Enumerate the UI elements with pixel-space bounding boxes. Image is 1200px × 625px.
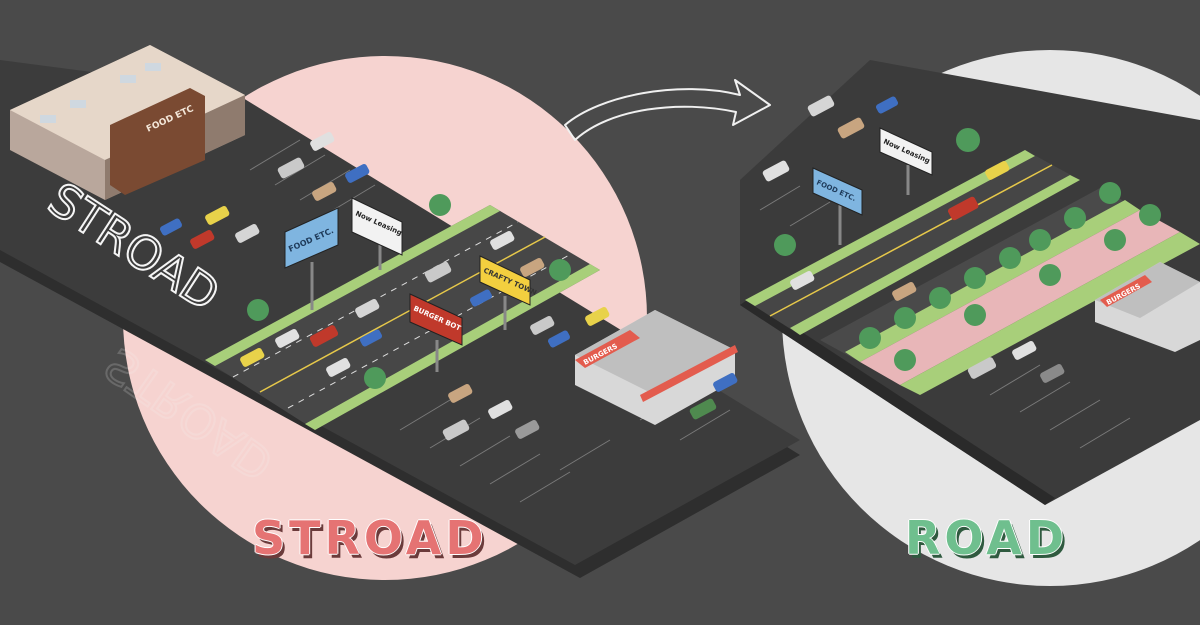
road-grass-bottom (900, 232, 1200, 395)
road-grass-mid (790, 175, 1080, 335)
road-label: ROAD (905, 511, 1069, 565)
road-bike-path (860, 210, 1180, 385)
stroad-cars (159, 132, 738, 441)
road-grass-top (745, 150, 1035, 306)
billboard-food-etc: FOOD ETC. (284, 207, 339, 310)
stroad-median-bottom (305, 264, 600, 430)
road-trees (774, 128, 1161, 371)
billboard-now-leasing: Now Leasing (351, 197, 403, 270)
road-scene: FOOD ETC. Now Leasing BURGERS (740, 60, 1200, 505)
road-cars (762, 95, 1065, 383)
road-roadway (745, 150, 1080, 335)
grocery-store-building: FOOD ETC (10, 45, 245, 200)
stroad-trees (247, 194, 571, 389)
arrow-icon (564, 79, 771, 141)
road-slab-edge (740, 298, 1055, 505)
parking-stripes (249, 139, 731, 503)
stroad-center-line (259, 236, 546, 393)
stroad-scene: FOOD ETC BURGERS FOOD ETC. Now Leasing B… (0, 45, 800, 578)
road-center-line (769, 164, 1053, 317)
stroad-median-top (205, 205, 500, 366)
road-parking-stripes (759, 185, 1131, 449)
stroad-label: STROAD (252, 511, 488, 565)
burgers-restaurant: BURGERS (575, 310, 738, 425)
road-tree-strip (845, 200, 1140, 362)
road-burgers-building: BURGERS (1095, 262, 1200, 352)
